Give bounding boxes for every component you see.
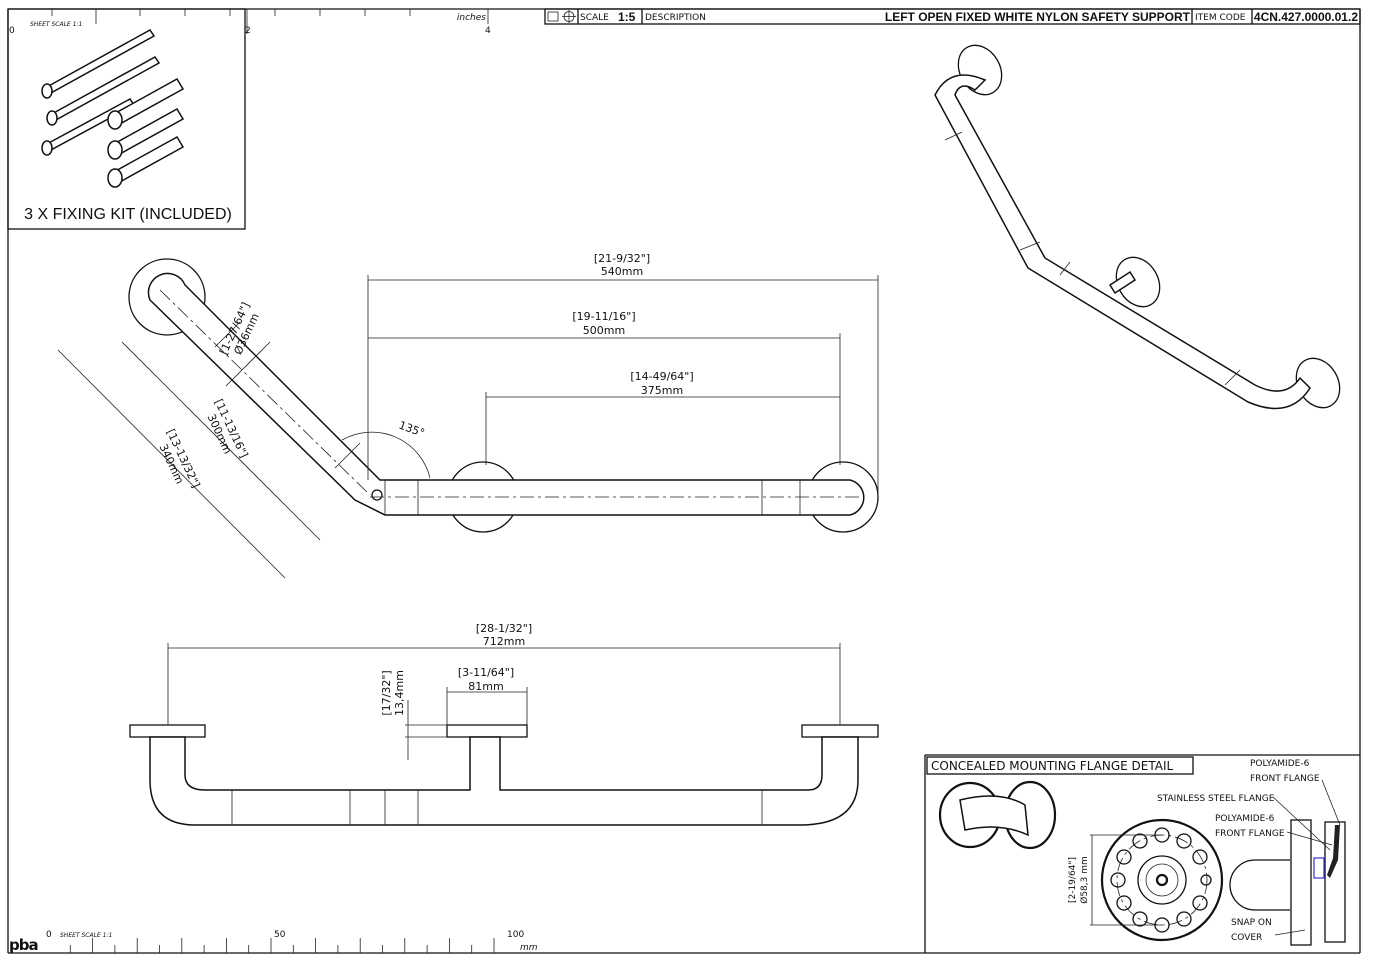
- dim-81-inch: [3-11/64"]: [458, 666, 514, 679]
- mm-tick-50: 50: [274, 930, 286, 940]
- inch-tick-0: 0: [9, 26, 15, 36]
- top-view: [21-9/32"] 540mm [19-11/16"] 500mm [14-4…: [57, 252, 879, 579]
- description-label: DESCRIPTION: [645, 13, 706, 23]
- grab-bar-iso: [934, 74, 1311, 410]
- front-view: [28-1/32"] 712mm [3-11/64"] 81mm [17/32"…: [129, 622, 879, 826]
- mm-unit: mm: [520, 943, 538, 953]
- label-stainless: STAINLESS STEEL FLANGE: [1157, 794, 1275, 804]
- fixing-kit-caption: 3 X FIXING KIT (INCLUDED): [24, 206, 232, 223]
- label-cover: COVER: [1231, 933, 1262, 943]
- scale-value: 1:5: [618, 10, 636, 24]
- label-snap-on: SNAP ON: [1231, 918, 1272, 928]
- inch-unit: inches: [457, 13, 486, 23]
- flange-front-view: [1100, 818, 1224, 942]
- flange-iso-sketch: [938, 780, 1057, 850]
- dim-540-inch: [21-9/32"]: [594, 252, 650, 265]
- fixing-kit-panel: 3 X FIXING KIT (INCLUDED): [7, 8, 246, 230]
- inch-sheet-scale: SHEET SCALE 1:1: [30, 21, 82, 28]
- dim-500-mm: 500mm: [583, 324, 625, 337]
- dim-500-inch: [19-11/16"]: [572, 310, 635, 323]
- dim-712-mm: 712mm: [483, 635, 525, 648]
- dim-thickness-inch: [17/32"]: [380, 670, 393, 715]
- mm-tick-0: 0: [46, 930, 52, 940]
- item-code-label: ITEM CODE: [1195, 13, 1246, 23]
- scale-label: SCALE: [580, 13, 609, 23]
- dim-thickness-mm: 13,4mm: [393, 670, 406, 716]
- flange-left: [128, 258, 206, 336]
- grab-bar-front: [149, 736, 859, 826]
- pba-logo: pba: [9, 936, 39, 954]
- label-polyamide-2b: FRONT FLANGE: [1215, 829, 1285, 839]
- svg-text:pba: pba: [9, 936, 38, 954]
- wall-plug-icon: [107, 77, 185, 188]
- mm-sheet-scale: SHEET SCALE 1:1: [60, 932, 112, 939]
- inch-tick-2: 2: [245, 26, 251, 36]
- angle-label: 135°: [397, 419, 426, 440]
- projection-icon: [547, 10, 576, 23]
- dim-375-inch: [14-49/64"]: [630, 370, 693, 383]
- isometric-view: [934, 44, 1341, 410]
- title-block: SCALE 1:5 DESCRIPTION LEFT OPEN FIXED WH…: [544, 8, 1361, 25]
- inch-ruler: 0 2 4 SHEET SCALE 1:1 inches: [9, 9, 491, 36]
- label-polyamide-1b: FRONT FLANGE: [1250, 774, 1320, 784]
- grab-bar-tube: [147, 272, 865, 516]
- mm-tick-100: 100: [507, 930, 524, 940]
- dim-540-mm: 540mm: [601, 265, 643, 278]
- inch-tick-4: 4: [485, 26, 491, 36]
- mm-ruler: 0 50 100 SHEET SCALE 1:1 mm: [46, 930, 538, 953]
- dim-712-inch: [28-1/32"]: [476, 622, 532, 635]
- label-polyamide-1a: POLYAMIDE-6: [1250, 759, 1310, 769]
- flange-detail-panel: CONCEALED MOUNTING FLANGE DETAIL [2-19/6…: [924, 754, 1360, 953]
- flange-detail-title: CONCEALED MOUNTING FLANGE DETAIL: [931, 759, 1174, 773]
- flange-dim-mm: Ø58,3 mm: [1079, 856, 1090, 904]
- description-value: LEFT OPEN FIXED WHITE NYLON SAFETY SUPPO…: [885, 10, 1191, 24]
- flange-dim-inch: [2-19/64"]: [1068, 857, 1078, 903]
- dim-375-mm: 375mm: [641, 384, 683, 397]
- dim-81-mm: 81mm: [468, 680, 503, 693]
- flange-section-view: [1229, 819, 1346, 946]
- label-polyamide-2a: POLYAMIDE-6: [1215, 814, 1275, 824]
- item-code-value: 4CN.427.0000.01.2: [1254, 10, 1358, 24]
